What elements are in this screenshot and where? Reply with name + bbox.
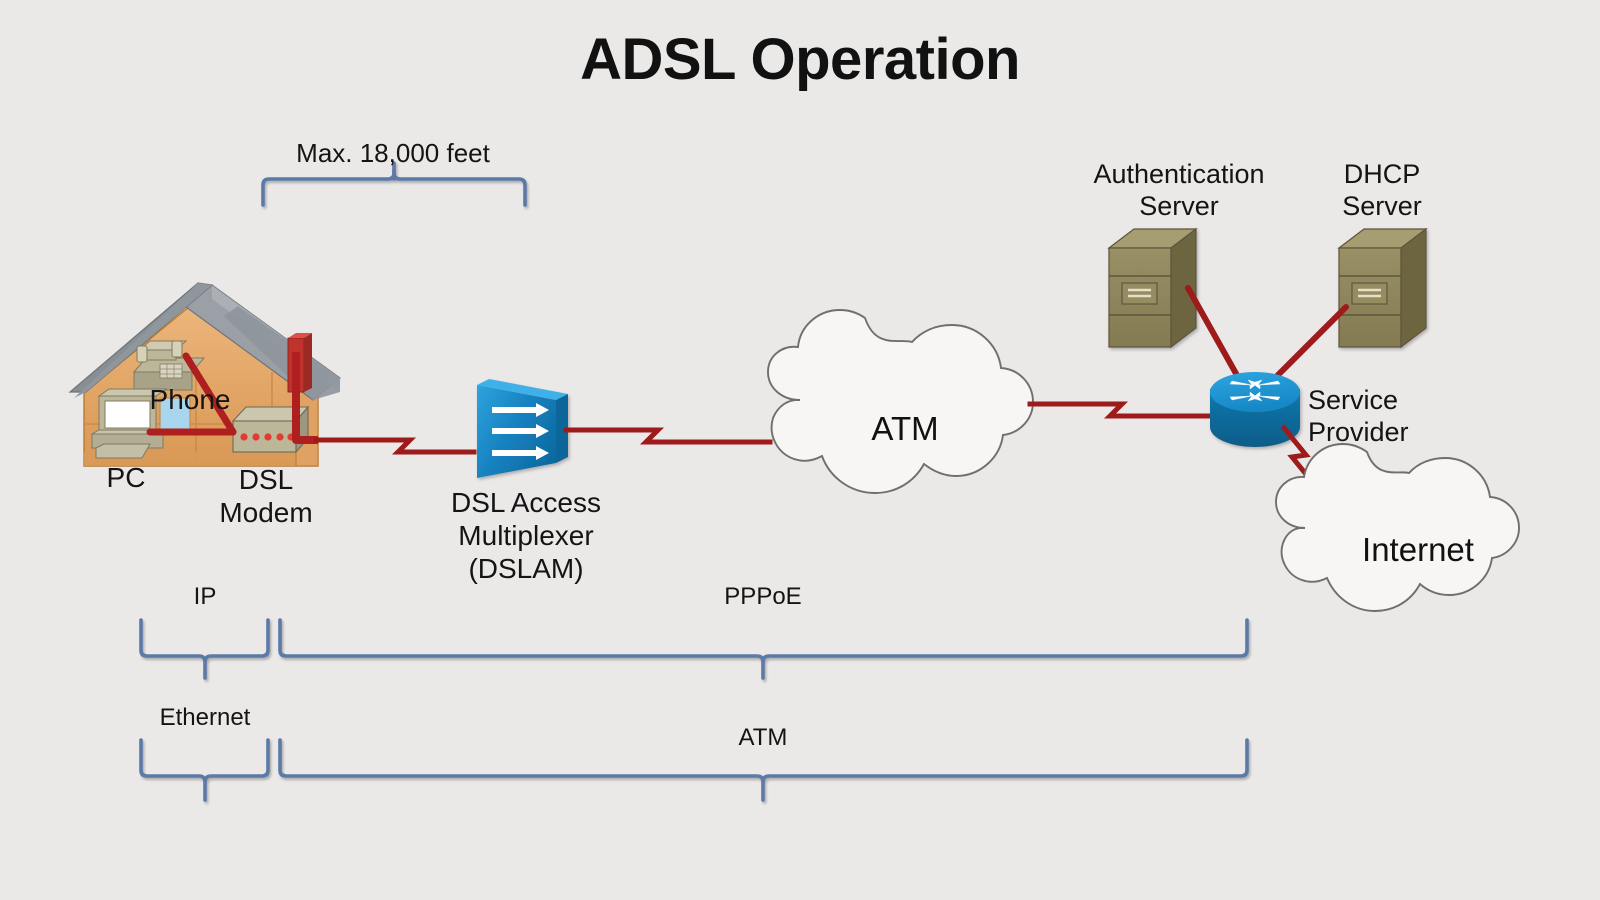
phone-label: Phone: [149, 384, 231, 415]
dsl-modem-label: DSL Modem: [219, 464, 313, 529]
distance-label: Max. 18,000 feet: [296, 138, 490, 168]
bracket-label-atm: ATM: [738, 724, 788, 751]
atm-cloud-icon: [767, 309, 1034, 494]
atm-cloud-label: ATM: [871, 410, 939, 447]
link-dslam-to-atm: [563, 427, 773, 445]
dslam-label: DSL Access Multiplexer (DSLAM): [451, 487, 601, 585]
link-home-to-dslam: [313, 437, 477, 455]
bracket-label-ip: IP: [193, 583, 217, 610]
pc-icon: [90, 388, 172, 459]
protocol-bracket-pppoe: [278, 618, 1249, 680]
pc-label: PC: [106, 462, 146, 493]
dhcp-server-icon: [1337, 227, 1428, 349]
page-title: ADSL Operation: [580, 27, 1020, 92]
service-provider-label: Service Provider: [1308, 385, 1409, 447]
protocol-bracket-atm: [278, 738, 1249, 802]
protocol-bracket-ip: [139, 618, 270, 680]
link-auth-to-router: [1185, 285, 1246, 389]
bracket-label-ethernet: Ethernet: [159, 704, 251, 731]
link-atm-to-router: [1027, 401, 1213, 419]
authentication-server-label: Authentication Server: [1093, 159, 1265, 221]
home-illustration: [68, 282, 341, 467]
dslam-icon: [477, 379, 568, 478]
internet-cloud-icon: [1275, 443, 1520, 612]
telephone-icon: [132, 340, 206, 391]
dhcp-server-label: DHCP Server: [1342, 159, 1422, 221]
internet-cloud-label: Internet: [1362, 531, 1474, 568]
bracket-label-pppoe: PPPoE: [724, 583, 802, 610]
protocol-bracket-ethernet: [139, 738, 270, 802]
dsl-modem-icon: [231, 405, 310, 454]
authentication-server-icon: [1107, 227, 1198, 349]
service-provider-router-icon: [1210, 372, 1300, 447]
distance-bracket: [261, 161, 527, 207]
link-dhcp-to-router: [1264, 304, 1349, 389]
